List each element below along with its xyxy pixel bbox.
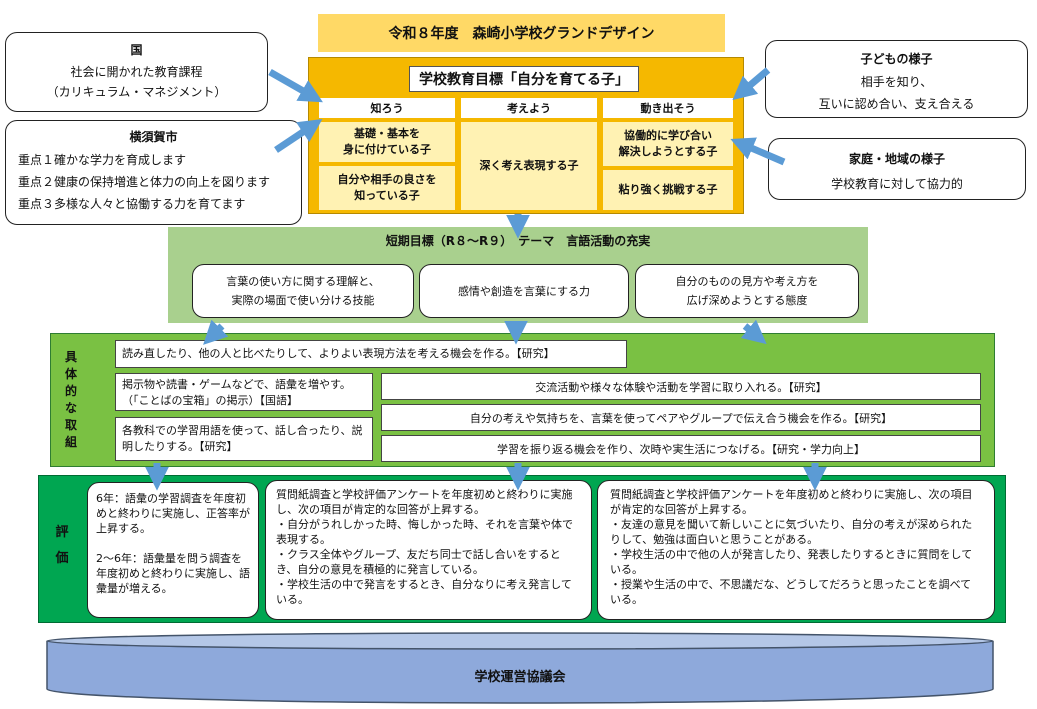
council-cylinder — [46, 632, 994, 704]
children-body: 相手を知り、 互いに認め合い、支え合える — [818, 75, 975, 111]
goal-col-header: 考えよう — [461, 98, 597, 118]
goal-item: 協働的に学び合い 解決しようとする子 — [603, 122, 733, 166]
measure-item: 自分の考えや気持ちを、言葉を使ってペアやグループで伝え合う機会を作る。【研究】 — [381, 404, 981, 431]
evaluation-box: 6年：語彙の学習調査を年度初めと終わりに実施し、正答率が上昇する。 2～6年：語… — [87, 482, 259, 618]
kuni-title: 国 — [130, 43, 143, 57]
city-title: 横須賀市 — [129, 130, 178, 144]
goal-item: 粘り強く挑戦する子 — [603, 170, 733, 210]
goal-col-header: 知ろう — [319, 98, 455, 118]
children-title: 子どもの様子 — [860, 52, 933, 66]
short-term-title: 短期目標（R８～R９） テーマ 言語活動の充実 — [385, 234, 651, 248]
school-goal-panel: 学校教育目標「自分を育てる子」 知ろう 基礎・基本を 身に付けている子 自分や相… — [308, 57, 744, 214]
goal-col-act: 動き出そう 協働的に学び合い 解決しようとする子 粘り強く挑戦する子 — [603, 98, 733, 210]
measure-item: 各教科での学習用語を使って、話し合ったり、説明したりする。【研究】 — [115, 417, 373, 461]
city-box: 横須賀市 重点１確かな学力を育成します 重点２健康の保持増進と体力の向上を図りま… — [5, 120, 302, 225]
goal-col-header: 動き出そう — [603, 98, 733, 118]
evaluation-panel: 評 価 6年：語彙の学習調査を年度初めと終わりに実施し、正答率が上昇する。 2～… — [38, 475, 1006, 623]
goal-col-think: 考えよう 深く考え表現する子 — [461, 98, 597, 210]
short-term-panel: 短期目標（R８～R９） テーマ 言語活動の充実 言葉の使い方に関する理解と、 実… — [168, 227, 868, 323]
short-term-item: 感情や創造を言葉にする力 — [419, 264, 629, 318]
evaluation-label: 評 価 — [55, 525, 69, 566]
city-item: 重点２健康の保持増進と体力の向上を図ります — [18, 175, 271, 189]
kuni-box: 国 社会に開かれた教育課程 （カリキュラム・マネジメント） — [5, 32, 268, 112]
home-title: 家庭・地域の様子 — [848, 152, 945, 166]
city-item: 重点３多様な人々と協働する力を育てます — [18, 197, 246, 211]
goal-item: 基礎・基本を 身に付けている子 — [319, 122, 455, 162]
short-term-item: 言葉の使い方に関する理解と、 実際の場面で使い分ける技能 — [192, 264, 414, 318]
evaluation-box: 質問紙調査と学校評価アンケートを年度初めと終わりに実施し、次の項目が肯定的な回答… — [265, 480, 592, 620]
home-body: 学校教育に対して協力的 — [831, 177, 963, 191]
home-box: 家庭・地域の様子 学校教育に対して協力的 — [768, 138, 1026, 200]
school-goal-title: 学校教育目標「自分を育てる子」 — [409, 66, 639, 92]
goal-item: 自分や相手の良さを 知っている子 — [319, 166, 455, 210]
council-label: 学校運営協議会 — [474, 669, 566, 685]
arrow-kuni-to-goal — [268, 68, 323, 103]
goal-col-know: 知ろう 基礎・基本を 身に付けている子 自分や相手の良さを 知っている子 — [319, 98, 455, 210]
page-title: 令和８年度 森崎小学校グランドデザイン — [318, 14, 725, 52]
measure-item: 掲示物や読書・ゲームなどで、語彙を増やす。（「ことばの宝箱」の掲示）【国語】 — [115, 373, 373, 411]
measure-item: 学習を振り返る機会を作り、次時や実生活につなげる。【研究・学力向上】 — [381, 435, 981, 462]
children-box: 子どもの様子 相手を知り、 互いに認め合い、支え合える — [765, 40, 1028, 118]
kuni-body: 社会に開かれた教育課程 （カリキュラム・マネジメント） — [46, 65, 227, 99]
short-term-item: 自分のものの見方や考え方を 広げ深めようとする態度 — [635, 264, 859, 318]
city-item: 重点１確かな学力を育成します — [18, 153, 187, 167]
evaluation-box: 質問紙調査と学校評価アンケートを年度初めと終わりに実施し、次の項目が肯定的な回答… — [597, 480, 995, 620]
measures-panel: 具 体 的 な 取 組 読み直したり、他の人と比べたりして、よりよい表現方法を考… — [50, 333, 995, 467]
measure-item: 読み直したり、他の人と比べたりして、よりよい表現方法を考える機会を作る。【研究】 — [115, 340, 627, 368]
measures-label: 具 体 的 な 取 組 — [64, 350, 77, 449]
goal-item: 深く考え表現する子 — [461, 122, 597, 210]
measure-item: 交流活動や様々な体験や活動を学習に取り入れる。【研究】 — [381, 373, 981, 400]
